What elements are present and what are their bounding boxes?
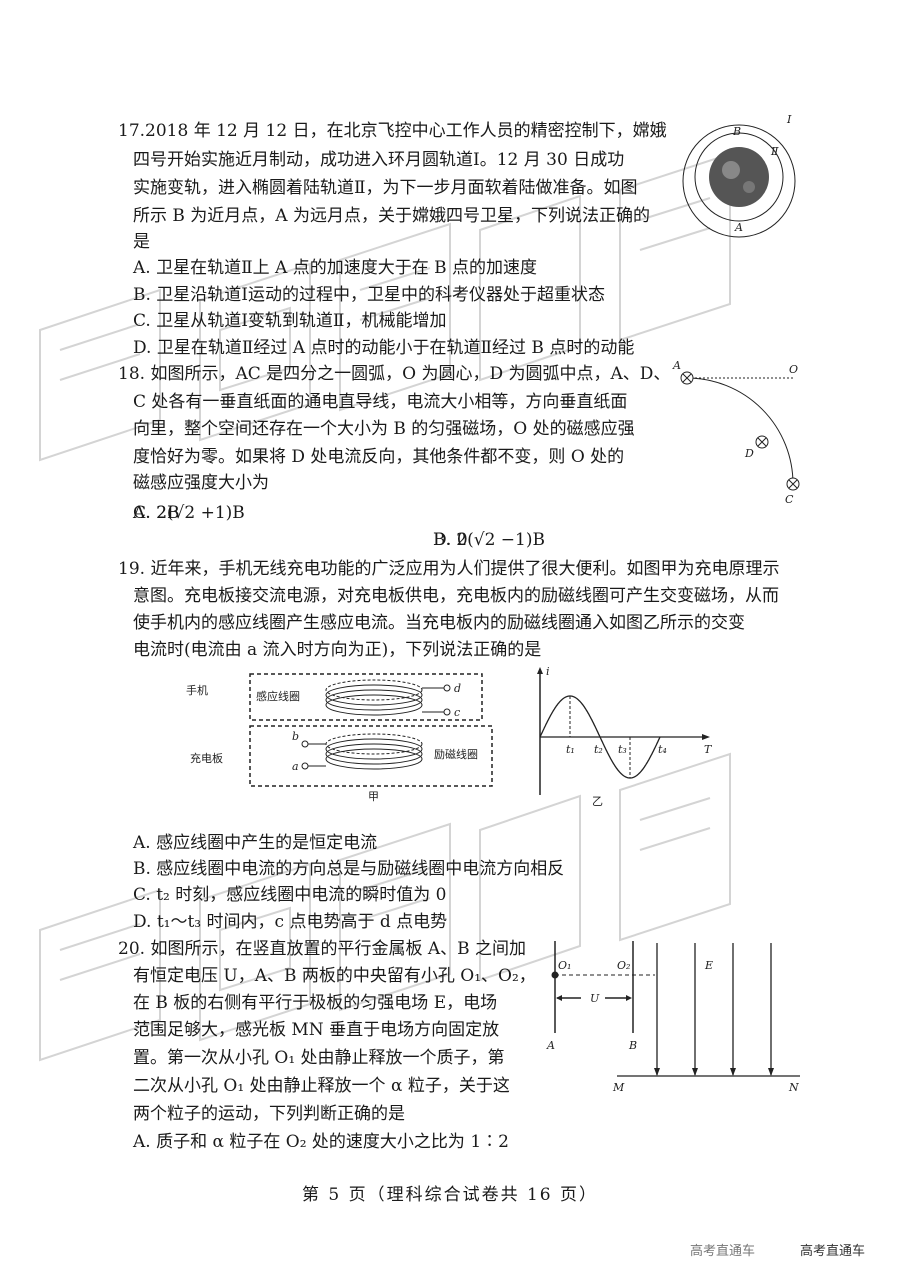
q20-stem-line: 20. 如图所示，在竖直放置的平行金属板 A、B 之间加 [118, 939, 527, 959]
label-u: U [590, 992, 600, 1005]
label-c: c [454, 706, 460, 719]
q19-stem-line: 使手机内的感应线圈产生感应电流。当充电板内的励磁线圈通入如图乙所示的交变 [133, 613, 745, 633]
q20-plates-figure: O₁ O₂ U E A B M N [546, 941, 800, 1094]
q17-stem-line: 四号开始实施近月制动，成功进入环月圆轨道Ⅰ。12 月 30 日成功 [133, 150, 625, 170]
q18-option: D. 0 [433, 530, 468, 550]
q19-option: A. 感应线圈中产生的是恒定电流 [133, 833, 378, 853]
label-induction-coil: 感应线圈 [256, 689, 300, 703]
q18-option: B. 2(√2 −1)B [433, 530, 545, 550]
caption-yi: 乙 [592, 795, 603, 808]
q17-option: C. 卫星从轨道Ⅰ变轨到轨道Ⅱ，机械能增加 [133, 311, 447, 331]
label-b: B [628, 1039, 637, 1052]
q18-stem-line: C 处各有一垂直纸面的通电直导线，电流大小相等，方向垂直纸面 [133, 392, 628, 412]
label-excitation-coil: 励磁线圈 [434, 747, 478, 761]
moon [709, 147, 769, 207]
label-m: M [612, 1081, 625, 1094]
label-T: T [704, 743, 713, 756]
wire-d-icon [755, 435, 769, 449]
label-t4: t₄ [658, 743, 667, 756]
label-t3: t₃ [618, 743, 627, 756]
label-t2: t₂ [594, 743, 603, 756]
q20-stem-line: 二次从小孔 O₁ 处由静止释放一个 α 粒子，关于这 [133, 1076, 510, 1096]
label-a: A [546, 1039, 555, 1052]
q18-stem-line: 向里，整个空间还存在一个大小为 B 的匀强磁场，O 处的磁感应强 [133, 419, 635, 439]
q18-stem-line: 磁感应强度大小为 [133, 473, 269, 493]
label-phone: 手机 [186, 683, 208, 697]
label-board: 充电板 [190, 751, 223, 765]
label-c: C [785, 493, 794, 506]
q18-option: A. 2(√2 +1)B [133, 503, 245, 523]
q19-option: C. t₂ 时刻，感应线圈中电流的瞬时值为 0 [133, 885, 447, 905]
label-i: i [546, 665, 550, 678]
label-o2: O₂ [617, 959, 630, 972]
label-a: a [292, 760, 299, 773]
q19-figure-yi: i T t₁ t₂ t₃ t₄ 乙 [537, 665, 713, 808]
page-footer: 第 5 页（理科综合试卷共 16 页） [301, 1185, 599, 1205]
q18-stem-line: 18. 如图所示，AC 是四分之一圆弧，O 为圆心，D 为圆弧中点，A、D、 [118, 364, 671, 384]
q20-stem-line: 范围足够大，感光板 MN 垂直于电场方向固定放 [133, 1020, 500, 1040]
q19-figure-jia: 手机 感应线圈 d c 充电板 b a 励磁线圈 甲 [186, 673, 493, 803]
q17-stem-line: 17.2018 年 12 月 12 日，在北京飞控中心工作人员的精密控制下，嫦娥 [118, 121, 667, 141]
q19-stem-line: 电流时(电流由 a 流入时方向为正)，下列说法正确的是 [133, 640, 542, 660]
label-o1: O₁ [558, 959, 571, 972]
q17-option: B. 卫星沿轨道Ⅰ运动的过程中，卫星中的科考仪器处于超重状态 [133, 285, 606, 305]
orbit-2 [694, 132, 784, 222]
q19-option: D. t₁～t₃ 时间内，c 点电势高于 d 点电势 [133, 912, 448, 932]
label-orbit-1: Ⅰ [786, 113, 792, 126]
q17-stem-line: 实施变轨，进入椭圆着陆轨道Ⅱ，为下一步月面软着陆做准备。如图 [133, 178, 638, 198]
label-e: E [704, 959, 713, 972]
q20-stem-line: 两个粒子的运动，下列判断正确的是 [133, 1104, 405, 1124]
q18-option: C. 2B [133, 503, 180, 523]
q20-option: A. 质子和 α 粒子在 O₂ 处的速度大小之比为 1∶2 [133, 1132, 509, 1152]
wire-c-icon [786, 477, 800, 491]
watermark-text: 高考直通车 [690, 1244, 756, 1259]
q20-stem-line: 有恒定电压 U，A、B 两板的中央留有小孔 O₁、O₂， [133, 966, 536, 986]
label-b: B [732, 125, 741, 138]
label-a: A [672, 359, 681, 372]
q20-stem-line: 置。第一次从小孔 O₁ 处由静止释放一个质子，第 [133, 1048, 505, 1068]
label-n: N [788, 1081, 799, 1094]
current-sine-curve [539, 695, 661, 779]
q19-option: B. 感应线圈中电流的方向总是与励磁线圈中电流方向相反 [133, 859, 565, 879]
q20-stem-line: 在 B 板的右侧有平行于极板的匀强电场 E，电场 [133, 993, 498, 1013]
q17-orbit-figure: B A Ⅰ Ⅱ [682, 113, 796, 238]
q18-stem-line: 度恰好为零。如果将 D 处电流反向，其他条件都不变，则 O 处的 [133, 447, 625, 467]
label-d: d [454, 682, 461, 695]
label-t1: t₁ [566, 743, 575, 756]
q17-stem-line: 是 [133, 232, 150, 252]
label-a: A [734, 221, 743, 234]
label-d: D [744, 447, 754, 460]
q17-option: D. 卫星在轨道Ⅱ经过 A 点时的动能小于在轨道Ⅱ经过 B 点时的动能 [133, 338, 635, 358]
orbit-1 [682, 124, 796, 238]
logo: 高考直通车 [800, 1244, 866, 1259]
q17-option: A. 卫星在轨道Ⅱ上 A 点的加速度大于在 B 点的加速度 [133, 258, 538, 278]
wire-a-icon [680, 371, 694, 385]
q19-stem-line: 意图。充电板接交流电源，对充电板供电，充电板内的励磁线圈可产生交变磁场，从而 [133, 586, 779, 606]
q17-stem-line: 所示 B 为近月点，A 为远月点，关于嫦娥四号卫星，下列说法正确的 [133, 206, 650, 226]
q18-arc-figure: A O D C [672, 359, 800, 506]
label-o: O [789, 363, 798, 376]
caption-jia: 甲 [368, 790, 379, 803]
label-orbit-2: Ⅱ [770, 145, 779, 158]
label-b: b [292, 730, 299, 743]
q19-stem-line: 19. 近年来，手机无线充电功能的广泛应用为人们提供了很大便利。如图甲为充电原理… [118, 559, 780, 579]
